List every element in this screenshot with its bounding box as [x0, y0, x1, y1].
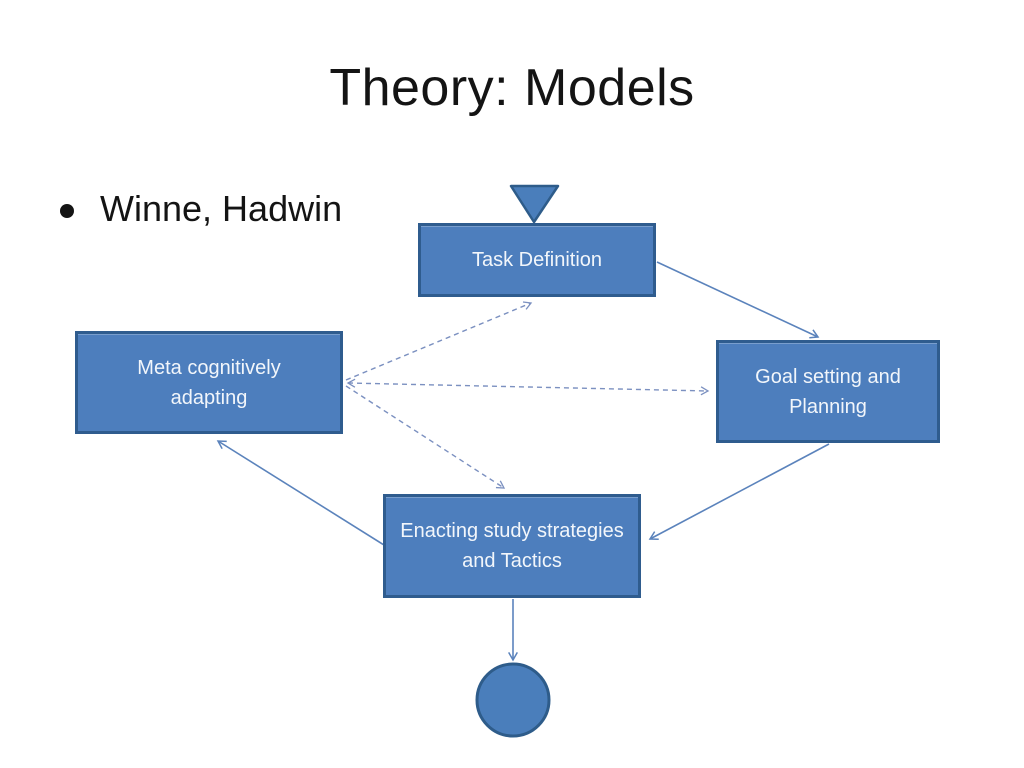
slide-title: Theory: Models [329, 59, 695, 117]
bullet-dot-icon [60, 204, 74, 218]
edge-task-to-goal [656, 261, 820, 339]
edge-meta-goal-dashed-double [346, 378, 710, 396]
edge-meta-to-task-dashed [345, 301, 533, 381]
end-circle-marker [475, 662, 551, 738]
node-enacting-study-strategies: Enacting study strategies and Tactics [383, 494, 641, 598]
node-meta-cognitively-adapting: Meta cognitively adapting [75, 331, 343, 434]
node-goal-setting-and-planning: Goal setting and Planning [716, 340, 940, 443]
edge-meta-to-enacting-dashed [345, 385, 506, 489]
edge-enacting-to-meta [216, 440, 385, 546]
node-task-definition: Task Definition [418, 223, 656, 297]
bullet-text: Winne, Hadwin [100, 188, 343, 229]
start-triangle-marker [509, 184, 560, 224]
bullet-item: Winne, Hadwin [60, 188, 342, 230]
edge-goal-to-enacting [648, 443, 830, 541]
